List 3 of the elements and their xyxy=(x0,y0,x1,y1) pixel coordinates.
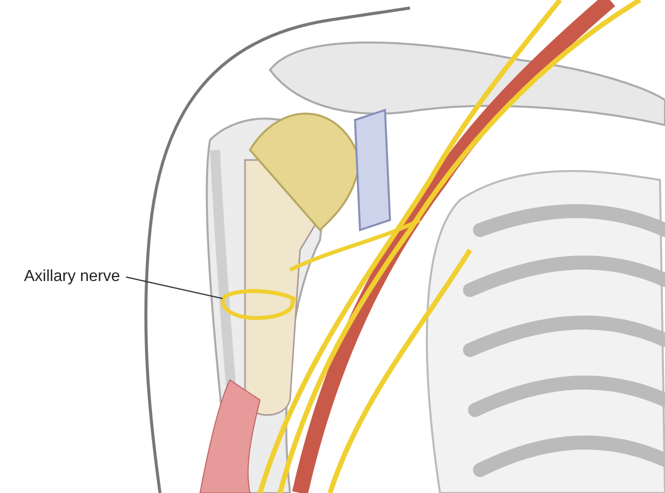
nerve-label: Axillary nerve xyxy=(24,268,120,286)
leader-line xyxy=(126,276,223,300)
nerve-loop xyxy=(220,289,297,320)
